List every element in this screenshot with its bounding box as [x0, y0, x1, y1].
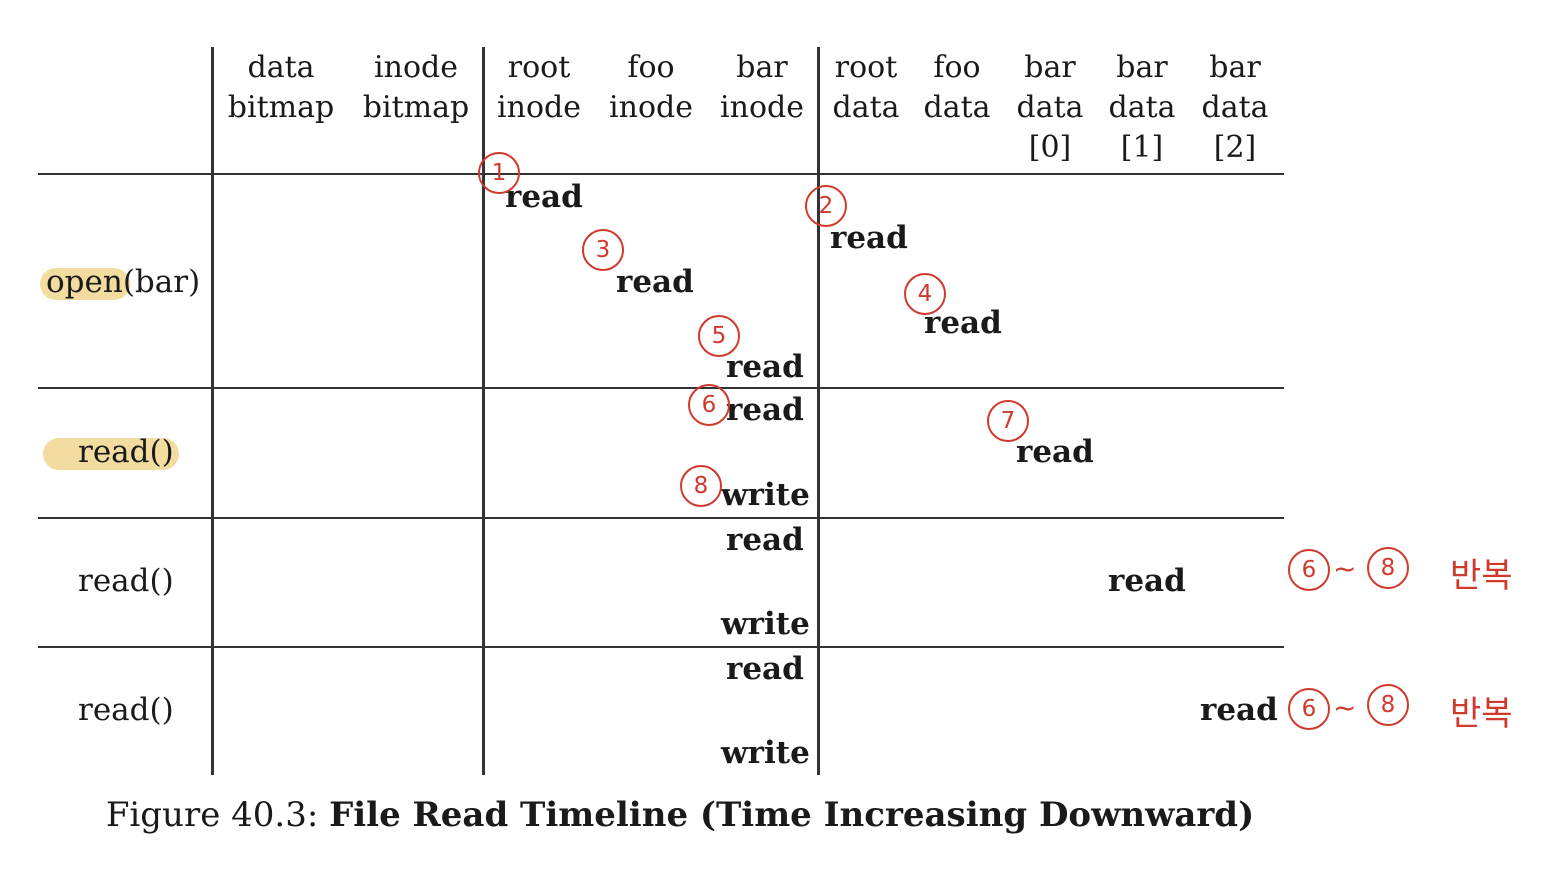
caption-title: File Read Timeline (Time Increasing Down…	[329, 795, 1255, 835]
op-write-bar-inode: write	[721, 606, 810, 642]
header-line-3: [2]	[1213, 130, 1257, 165]
header-line-1: bar	[736, 50, 788, 85]
row-label-open: open(bar)	[46, 265, 200, 299]
op-write-bar-inode: write	[721, 477, 810, 513]
header-line-1: bar	[1209, 50, 1261, 85]
op-write-bar-inode: write	[721, 735, 810, 771]
highlight-read-1	[43, 438, 179, 470]
header-root-inode: root inode	[488, 48, 590, 128]
step-8-circle: 8	[680, 465, 722, 507]
header-line-2: inode	[497, 90, 581, 125]
column-divider-inodes	[817, 47, 820, 775]
header-line-2: inode	[720, 90, 804, 125]
header-line-1: data	[247, 50, 315, 85]
column-divider-bitmaps	[482, 47, 485, 775]
header-line-2: data	[1108, 90, 1176, 125]
step-6-circle: 6	[688, 384, 730, 426]
header-foo-data: foo data	[913, 48, 1001, 128]
op-read-root-data: read	[830, 220, 908, 256]
op-read-bar-data-0: read	[1016, 434, 1094, 470]
step-1-circle: 1	[478, 152, 520, 194]
header-line-2: bitmap	[362, 90, 470, 125]
op-read-foo-data: read	[924, 305, 1002, 341]
repeat-word: 반복	[1450, 694, 1513, 734]
op-read-bar-data-2: read	[1200, 692, 1278, 728]
op-read-bar-inode: read	[726, 651, 804, 687]
header-bar-inode: bar inode	[711, 48, 813, 128]
op-read-bar-data-1: read	[1108, 563, 1186, 599]
op-read-foo-inode: read	[616, 264, 694, 300]
header-line-2: data	[923, 90, 991, 125]
step-7-circle: 7	[987, 400, 1029, 442]
row-divider-1	[38, 387, 1284, 389]
column-divider-label	[211, 47, 214, 775]
row-label-read-1: read()	[78, 434, 174, 470]
header-foo-inode: foo inode	[600, 48, 702, 128]
header-bar-data-1: bar data [1]	[1098, 48, 1186, 168]
step-4-circle: 4	[904, 273, 946, 315]
header-line-1: bar	[1116, 50, 1168, 85]
header-line-2: data	[832, 90, 900, 125]
row-label-read-2: read()	[78, 563, 174, 599]
header-line-3: [1]	[1120, 130, 1164, 165]
caption-prefix: Figure 40.3:	[105, 795, 330, 835]
step-3-circle: 3	[582, 229, 624, 271]
header-bar-data-2: bar data [2]	[1191, 48, 1279, 168]
header-line-1: root	[507, 50, 571, 85]
header-line-2: inode	[609, 90, 693, 125]
repeat-tilde: ~	[1333, 552, 1357, 585]
highlight-open	[40, 268, 130, 300]
op-read-bar-inode: read	[726, 392, 804, 428]
repeat-to-circle: 8	[1367, 684, 1409, 726]
header-inode-bitmap: inode bitmap	[352, 48, 480, 128]
header-line-3: [0]	[1028, 130, 1072, 165]
repeat-tilde: ~	[1333, 691, 1357, 724]
header-line-1: bar	[1024, 50, 1076, 85]
op-read-bar-inode: read	[726, 349, 804, 385]
header-line-1: foo	[627, 50, 675, 85]
repeat-from-circle: 6	[1288, 688, 1330, 730]
repeat-word: 반복	[1450, 556, 1513, 596]
header-line-1: foo	[933, 50, 981, 85]
row-divider-3	[38, 646, 1284, 648]
figure-caption: Figure 40.3: File Read Timeline (Time In…	[0, 795, 1360, 835]
header-line-1: inode	[374, 50, 458, 85]
repeat-to-circle: 8	[1367, 547, 1409, 589]
row-divider-2	[38, 517, 1284, 519]
header-line-2: data	[1016, 90, 1084, 125]
header-rule	[38, 173, 1284, 175]
op-read-bar-inode: read	[726, 522, 804, 558]
step-5-circle: 5	[698, 315, 740, 357]
row-label-open-call: open	[46, 264, 123, 300]
op-read-root-inode: read	[505, 179, 583, 215]
header-line-2: bitmap	[227, 90, 335, 125]
header-line-2: data	[1201, 90, 1269, 125]
row-label-read-3: read()	[78, 692, 174, 728]
header-line-1: root	[834, 50, 898, 85]
header-data-bitmap: data bitmap	[215, 48, 347, 128]
row-label-open-arg: (bar)	[122, 264, 201, 300]
header-bar-data-0: bar data [0]	[1006, 48, 1094, 168]
repeat-from-circle: 6	[1288, 549, 1330, 591]
header-root-data: root data	[822, 48, 910, 128]
step-2-circle: 2	[805, 185, 847, 227]
